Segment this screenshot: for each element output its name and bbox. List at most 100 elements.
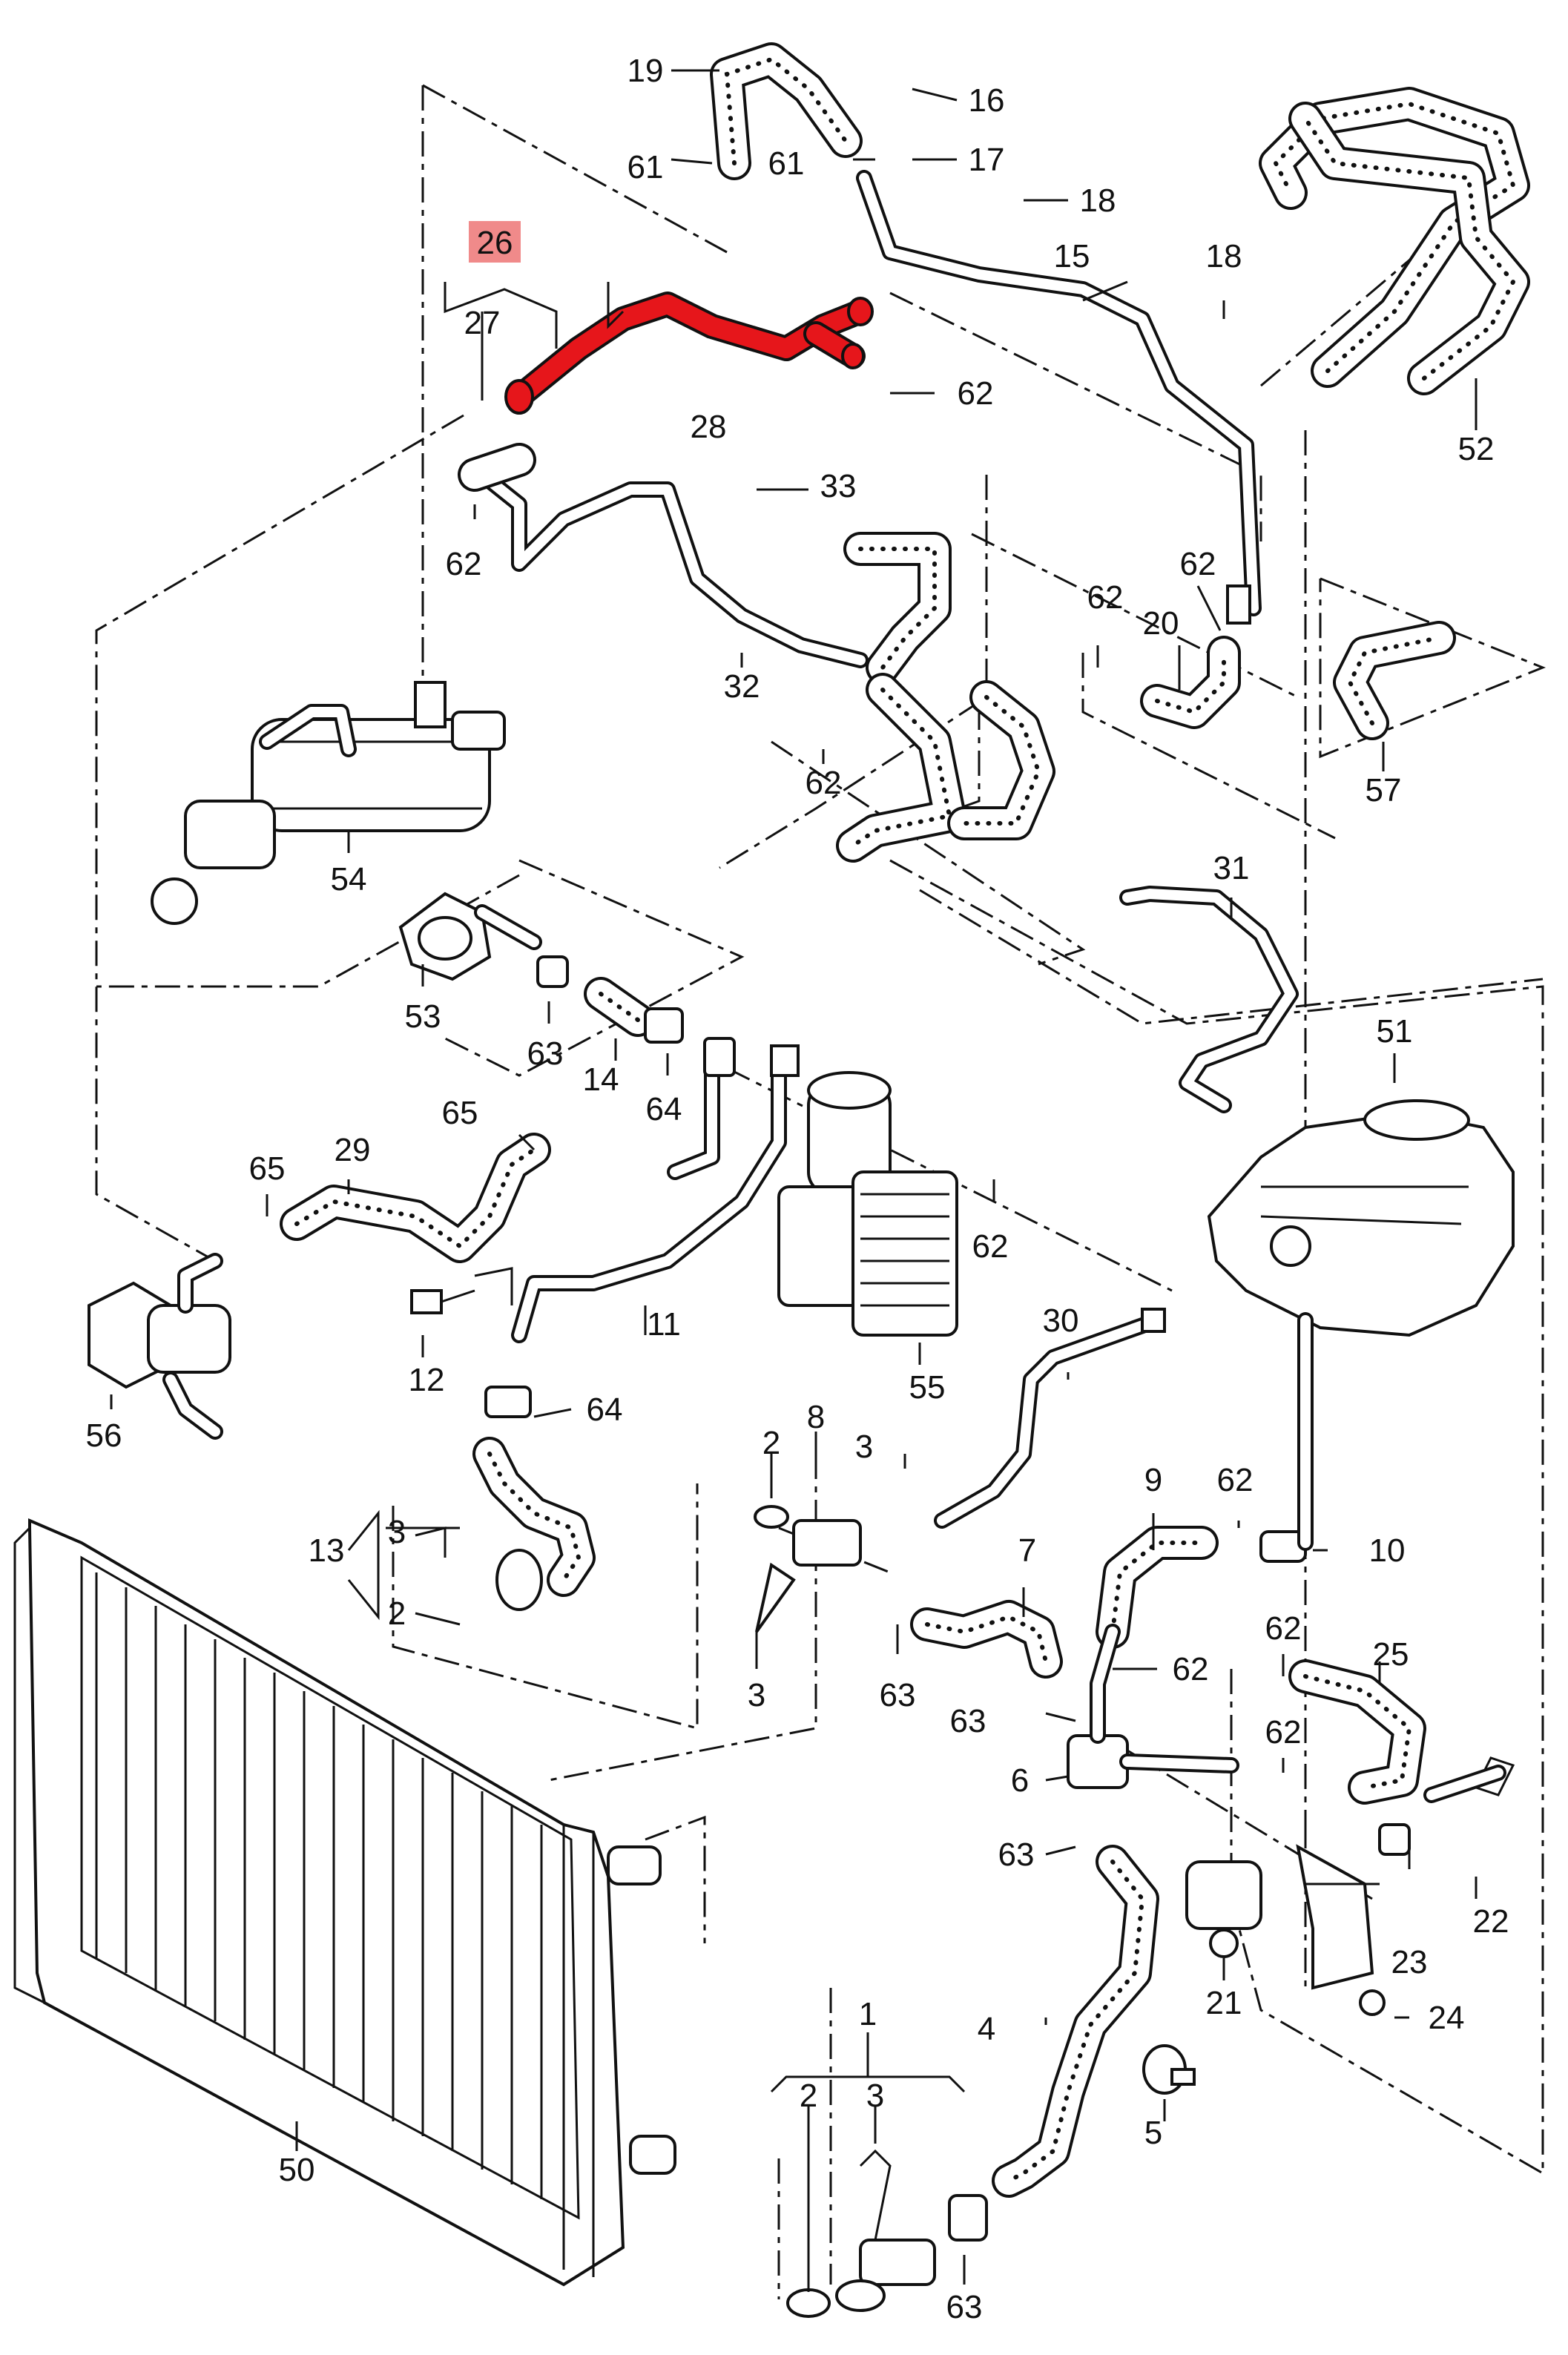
- hose-19: [710, 42, 863, 180]
- label-8[interactable]: 8: [807, 1399, 825, 1435]
- hose-center-cluster: [836, 532, 1055, 863]
- label-27[interactable]: 27: [464, 305, 501, 341]
- egr-cooler-54: [151, 681, 506, 925]
- label-29[interactable]: 29: [335, 1132, 371, 1168]
- label-22[interactable]: 22: [1473, 1903, 1509, 1940]
- label-31[interactable]: 31: [1213, 850, 1250, 886]
- label-3a[interactable]: 3: [855, 1429, 873, 1465]
- label-53[interactable]: 53: [405, 998, 441, 1035]
- label-30[interactable]: 30: [1043, 1302, 1079, 1339]
- label-2b[interactable]: 2: [388, 1595, 406, 1632]
- label-62e[interactable]: 62: [806, 765, 842, 801]
- label-14[interactable]: 14: [583, 1061, 619, 1098]
- expansion-tank-51: [1207, 1099, 1515, 1337]
- label-56[interactable]: 56: [86, 1417, 122, 1454]
- label-63c[interactable]: 63: [950, 1703, 986, 1739]
- bolt-12: [410, 1267, 513, 1314]
- pipe-15: [856, 170, 1262, 625]
- highlight-label-box: [469, 221, 521, 263]
- label-24[interactable]: 24: [1429, 2000, 1465, 2036]
- label-18a[interactable]: 18: [1080, 182, 1116, 219]
- label-7[interactable]: 7: [1018, 1532, 1036, 1569]
- label-64a[interactable]: 64: [646, 1091, 682, 1127]
- label-11[interactable]: 11: [647, 1306, 681, 1343]
- label-1[interactable]: 1: [859, 1996, 877, 2032]
- hose-7: [910, 1600, 1063, 1679]
- label-3d[interactable]: 3: [866, 2078, 884, 2114]
- label-26[interactable]: 26: [477, 225, 513, 261]
- label-12[interactable]: 12: [409, 1362, 445, 1398]
- label-4[interactable]: 4: [978, 2011, 995, 2047]
- label-62g[interactable]: 62: [1217, 1462, 1254, 1498]
- label-62d[interactable]: 62: [1087, 579, 1124, 616]
- hose-29: [280, 1133, 551, 1263]
- fitting-10: [1259, 1312, 1314, 1563]
- oil-filter-housing-55: [777, 1071, 958, 1337]
- label-3b[interactable]: 3: [388, 1514, 406, 1550]
- label-51[interactable]: 51: [1377, 1013, 1413, 1050]
- label-20[interactable]: 20: [1143, 605, 1179, 642]
- label-62j[interactable]: 62: [1265, 1714, 1302, 1750]
- hose-14: [536, 955, 684, 1044]
- label-28[interactable]: 28: [691, 409, 727, 445]
- label-62h[interactable]: 62: [1173, 1651, 1209, 1687]
- label-3c[interactable]: 3: [748, 1677, 765, 1713]
- label-63e[interactable]: 63: [946, 2289, 983, 2325]
- label-62c[interactable]: 62: [1180, 546, 1216, 582]
- label-32[interactable]: 32: [724, 668, 760, 705]
- label-63b[interactable]: 63: [880, 1677, 916, 1713]
- label-55[interactable]: 55: [909, 1369, 946, 1406]
- label-19[interactable]: 19: [627, 53, 664, 89]
- label-18b[interactable]: 18: [1206, 238, 1242, 274]
- label-61a[interactable]: 61: [627, 149, 664, 185]
- label-5[interactable]: 5: [1144, 2115, 1162, 2151]
- label-63d[interactable]: 63: [998, 1837, 1035, 1873]
- label-52[interactable]: 52: [1458, 431, 1495, 467]
- label-10[interactable]: 10: [1369, 1532, 1406, 1569]
- hose-13: [472, 1386, 596, 1611]
- label-65b[interactable]: 65: [249, 1150, 286, 1187]
- label-50[interactable]: 50: [279, 2152, 315, 2188]
- label-6[interactable]: 6: [1011, 1762, 1029, 1799]
- leader-lines: [110, 69, 1478, 2292]
- temperature-sender-8: [754, 1505, 862, 1633]
- hose-upper-left: [458, 443, 536, 492]
- label-9[interactable]: 9: [1144, 1462, 1162, 1498]
- hose-57: [1333, 621, 1456, 740]
- callout-labels: 26 19 16 61 61 17 18 15 18 27 28 62 52 3…: [86, 53, 1509, 2325]
- hose-4: [992, 1845, 1159, 2198]
- aux-pump-21: [1185, 1756, 1515, 2016]
- label-65a[interactable]: 65: [442, 1095, 478, 1131]
- hose-25: [1288, 1659, 1426, 1805]
- label-62b[interactable]: 62: [446, 546, 482, 582]
- clamp-5: [1142, 2044, 1196, 2095]
- label-23[interactable]: 23: [1391, 1944, 1428, 1980]
- label-13[interactable]: 13: [309, 1532, 345, 1569]
- radiator-50: [13, 1518, 676, 2287]
- label-33[interactable]: 33: [820, 468, 857, 504]
- label-2a[interactable]: 2: [762, 1425, 780, 1461]
- label-64b[interactable]: 64: [587, 1391, 623, 1428]
- label-63a[interactable]: 63: [527, 1035, 564, 1072]
- pipe-31: [1119, 886, 1299, 1113]
- label-17[interactable]: 17: [969, 142, 1005, 178]
- flange-53: [398, 892, 542, 981]
- pipe-26-highlighted: [504, 282, 874, 415]
- label-61b[interactable]: 61: [768, 145, 805, 182]
- hose-11: [511, 1037, 800, 1343]
- pipe-30: [934, 1308, 1166, 1529]
- label-15[interactable]: 15: [1054, 238, 1090, 274]
- label-57[interactable]: 57: [1366, 772, 1402, 808]
- label-25[interactable]: 25: [1373, 1636, 1409, 1673]
- label-62i[interactable]: 62: [1265, 1610, 1302, 1647]
- label-62a[interactable]: 62: [958, 375, 994, 412]
- label-2c[interactable]: 2: [800, 2078, 817, 2114]
- label-16[interactable]: 16: [969, 82, 1005, 119]
- hose-9: [1096, 1526, 1219, 1649]
- thermostat-housing-56: [88, 1253, 231, 1440]
- label-54[interactable]: 54: [331, 861, 367, 897]
- label-21[interactable]: 21: [1206, 1985, 1242, 2021]
- label-62f[interactable]: 62: [972, 1228, 1009, 1265]
- tee-6: [1067, 1624, 1239, 1789]
